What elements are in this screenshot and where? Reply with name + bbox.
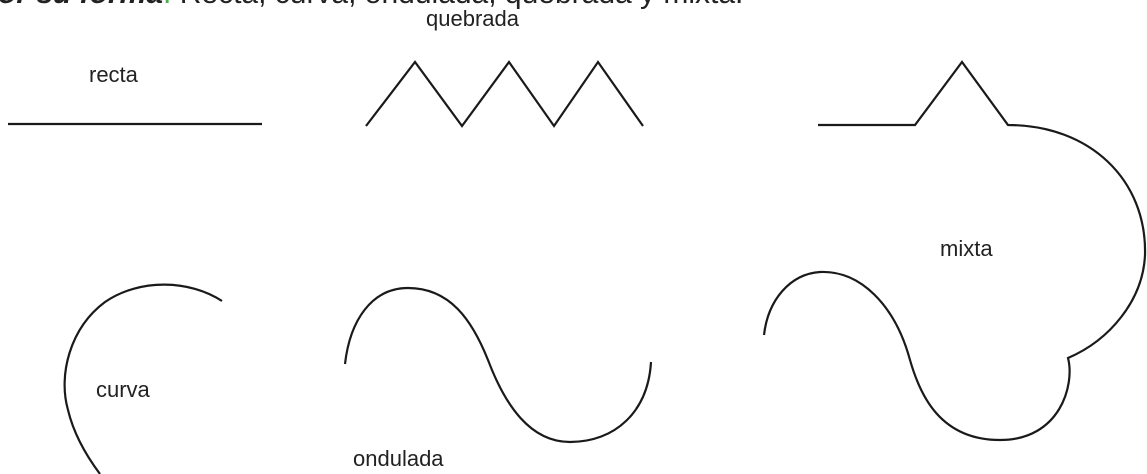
label-quebrada: quebrada	[426, 6, 519, 31]
header-text: Por su forma: Recta, curva, ondulada, qu…	[0, 0, 743, 9]
header-description: Recta, curva, ondulada, quebrada y mixta…	[180, 0, 744, 10]
header-term: Por su forma	[0, 0, 163, 10]
label-mixta: mixta	[940, 236, 993, 261]
wavy-line	[343, 286, 653, 444]
curved-line	[63, 283, 223, 474]
label-recta: recta	[89, 62, 138, 87]
header-separator: :	[163, 0, 180, 10]
zigzag-line	[365, 60, 644, 128]
mixed-line	[762, 60, 1147, 442]
label-ondulada: ondulada	[353, 446, 444, 471]
label-curva: curva	[96, 377, 150, 402]
